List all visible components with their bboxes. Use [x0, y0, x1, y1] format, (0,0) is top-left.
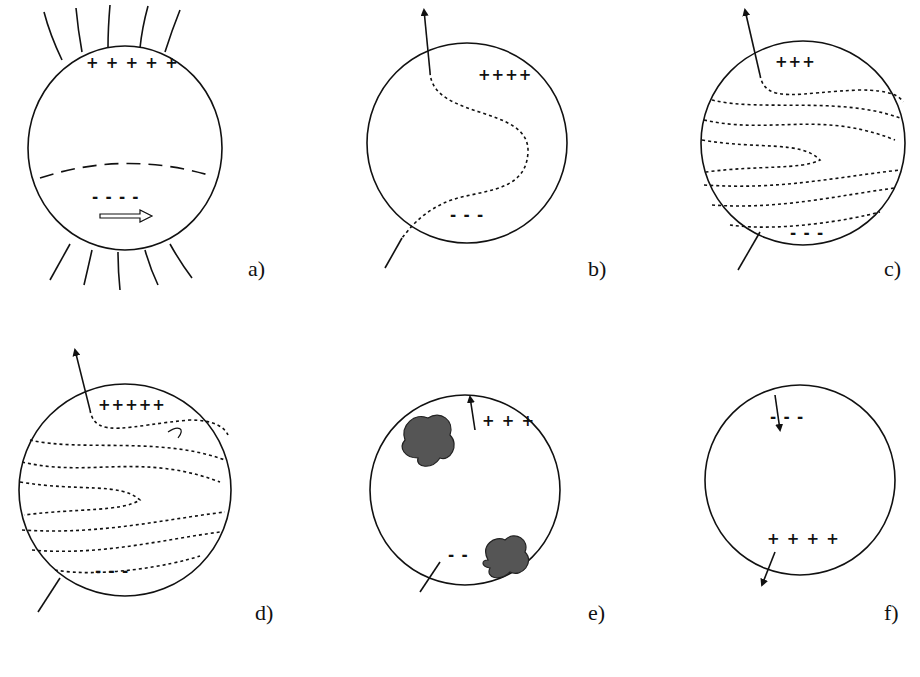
polarity-sign: + + +: [482, 414, 535, 429]
panel-label: b): [588, 258, 606, 280]
panel-label: d): [255, 602, 273, 624]
panel-label: c): [884, 258, 901, 280]
polarity-sign: - - -: [770, 410, 804, 425]
polarity-sign: + + + +: [767, 532, 840, 547]
polarity-sign: +++++: [98, 398, 166, 413]
polarity-sign: - - -: [450, 208, 484, 223]
polarity-sign: - - -: [790, 226, 824, 241]
polarity-sign: + + + + +: [86, 56, 179, 71]
polarity-sign: +++: [775, 55, 816, 70]
polarity-sign: ++++: [478, 68, 532, 83]
panel-label: e): [588, 602, 605, 624]
polarity-sign: - - -: [95, 564, 129, 579]
polarity-sign: - - - -: [92, 190, 140, 205]
polarity-sign: - -: [448, 548, 469, 563]
panel-label: a): [248, 258, 265, 280]
panel-label: f): [884, 602, 899, 624]
